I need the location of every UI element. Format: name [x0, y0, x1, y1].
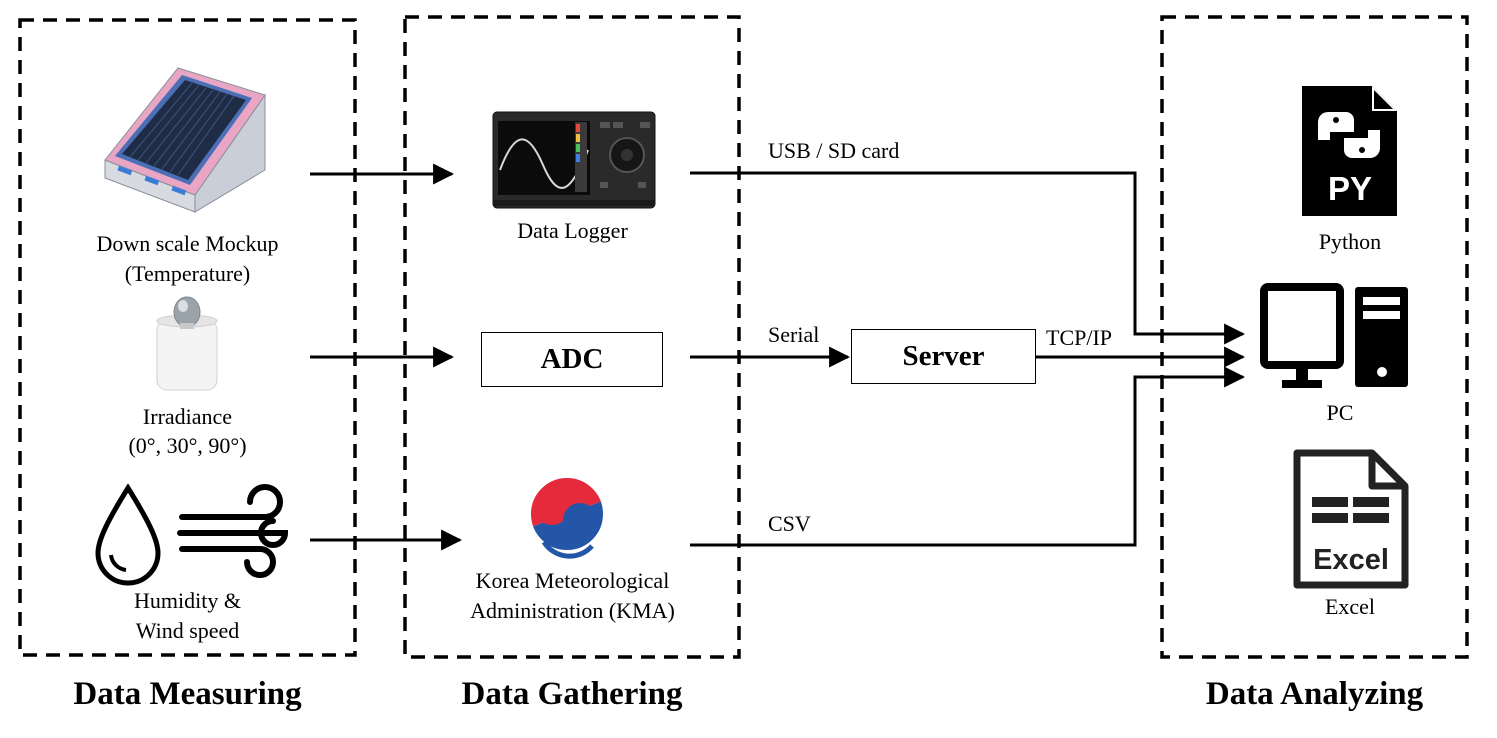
data-logger-icon — [492, 111, 656, 209]
usb-connection-line — [690, 171, 1246, 345]
water-drop-icon — [95, 483, 161, 586]
excel-file-icon — [1293, 449, 1409, 589]
server-box: Server — [851, 329, 1036, 384]
irradiance-label-line2: (0°, 30°, 90°) — [128, 433, 247, 458]
pc-label: PC — [1326, 400, 1354, 425]
kma-label-line1: Korea Meteorological — [475, 568, 670, 593]
mockup-label-line2: (Temperature) — [124, 261, 251, 286]
gathering-frame — [403, 15, 741, 659]
irradiance-label-line1: Irradiance — [142, 404, 233, 429]
weather-label-line1: Humidity & — [134, 588, 241, 613]
wind-icon — [177, 484, 289, 578]
python-label: Python — [1318, 229, 1382, 254]
adc-box: ADC — [481, 332, 663, 387]
weather-label: Humidity & Wind speed — [60, 586, 315, 646]
usb-label: USB / SD card — [768, 138, 900, 163]
csv-connection-line — [690, 366, 1246, 547]
logger-label: Data Logger — [517, 218, 628, 243]
kma-logo-icon — [529, 476, 605, 559]
pc-icon — [1260, 283, 1408, 388]
section-title-gathering: Data Gathering — [461, 676, 683, 712]
solar-mockup-icon — [104, 67, 266, 213]
python-badge: PY — [1327, 170, 1373, 207]
tcp-label: TCP/IP — [1046, 325, 1113, 350]
pyranometer-icon — [156, 296, 218, 391]
serial-label: Serial — [768, 322, 820, 347]
mockup-label-line1: Down scale Mockup — [96, 231, 279, 256]
excel-label: Excel — [1324, 594, 1376, 619]
irradiance-label: Irradiance (0°, 30°, 90°) — [60, 402, 315, 460]
kma-label-line2: Administration (KMA) — [470, 598, 675, 623]
analyzing-frame — [1160, 15, 1469, 659]
excel-badge: Excel — [1313, 544, 1389, 576]
kma-label: Korea Meteorological Administration (KMA… — [430, 566, 715, 626]
weather-label-line2: Wind speed — [135, 618, 240, 643]
section-title-analyzing: Data Analyzing — [1205, 676, 1424, 712]
csv-label: CSV — [768, 511, 811, 536]
measuring-frame — [18, 18, 357, 657]
section-title-measuring: Data Measuring — [73, 676, 302, 712]
mockup-label: Down scale Mockup (Temperature) — [60, 229, 315, 289]
python-file-icon — [1302, 86, 1397, 216]
water-drop-shine — [109, 554, 127, 572]
